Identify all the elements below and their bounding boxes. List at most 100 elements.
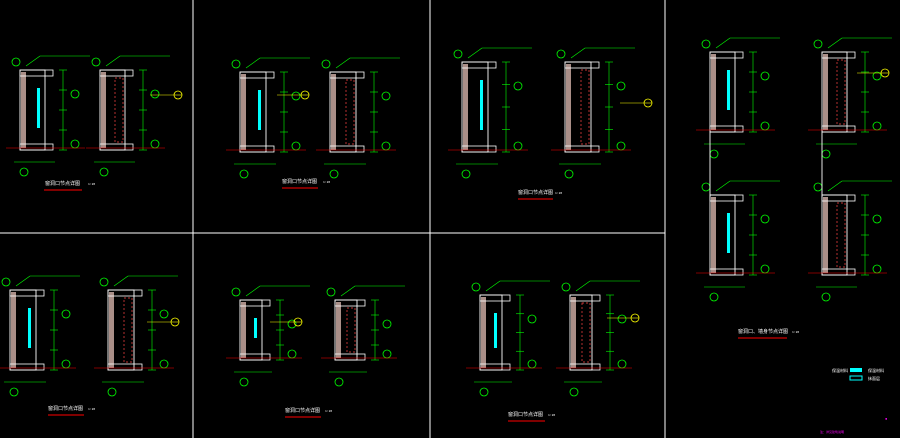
sill [239, 145, 275, 153]
wall-section [808, 37, 892, 159]
wall-hatch [11, 292, 16, 368]
axis-bubble [326, 287, 336, 297]
panel-5-scale: 1:20 [325, 409, 332, 413]
axis-bubble [99, 167, 109, 177]
axis-bubble [701, 39, 711, 49]
leader [827, 37, 843, 49]
wall-hatch [241, 302, 246, 358]
callout [147, 317, 180, 327]
panel-3-title: 窗洞口节点详图 [518, 189, 553, 196]
wall-section [0, 275, 80, 397]
leader [715, 180, 731, 192]
wall-section [6, 55, 90, 177]
lintel [99, 69, 134, 77]
axis-bubble [287, 319, 297, 329]
axis-bubble [760, 71, 770, 81]
axis-bubble [479, 387, 489, 397]
wall-hatch [21, 72, 26, 148]
panel-frames [0, 0, 666, 438]
axis-bubble [334, 377, 344, 387]
wall-section [94, 275, 178, 397]
callout [277, 90, 310, 100]
wall-hatch [823, 54, 828, 130]
axis-bubble [150, 139, 160, 149]
wall-hatch [463, 64, 468, 150]
axis-bubble [11, 57, 21, 67]
panel-1-title: 窗洞口节点详图 [45, 180, 80, 187]
sill [479, 363, 511, 371]
panel-1-scale: 1:20 [88, 182, 95, 186]
axis-bubble [872, 214, 882, 224]
dashed-frame [581, 302, 591, 363]
callout [150, 90, 183, 100]
panel-6-scale: 1:20 [548, 413, 555, 417]
legend: 保温材料 保温材料 抹面层 注：详见建筑说明 ▪ [820, 367, 887, 434]
axis-bubble [381, 141, 391, 151]
sill [334, 353, 366, 361]
lintel [334, 299, 366, 307]
insulation-strip [28, 308, 31, 348]
axis-bubble [872, 121, 882, 131]
insulation-strip [37, 88, 40, 128]
legend-marker: ▪ [885, 416, 887, 421]
lintel [479, 294, 511, 302]
wall-hatch [566, 64, 571, 150]
axis-bubble [561, 282, 571, 292]
sill [9, 363, 45, 371]
wall-section [696, 37, 780, 159]
axis-bubble [99, 277, 109, 287]
wall-hatch [571, 297, 576, 368]
legend-label-1: 保温材料 [832, 367, 848, 373]
axis-bubble [19, 167, 29, 177]
dashed-frame [123, 297, 133, 363]
wall-section [556, 280, 640, 397]
lintel [19, 69, 54, 77]
leader [715, 37, 731, 49]
wall-hatch [241, 74, 246, 150]
axis-bubble [329, 169, 339, 179]
wall-hatch [109, 292, 114, 368]
panel-2-title: 窗洞口节点详图 [282, 178, 317, 185]
axis-bubble [461, 169, 471, 179]
legend-swatch-2 [849, 375, 863, 381]
leader [340, 285, 356, 297]
axis-bubble [813, 182, 823, 192]
insulation-strip [727, 70, 730, 110]
wall-hatch [331, 74, 336, 150]
wall-section [808, 180, 892, 302]
axis-bubble [453, 49, 463, 59]
legend-text-1: 保温材料 [868, 367, 884, 373]
leader [575, 280, 591, 292]
dashed-frame [345, 79, 355, 145]
axis-bubble [569, 387, 579, 397]
axis-bubble [159, 359, 169, 369]
dashed-frame [836, 202, 846, 268]
panel-2-scale: 1:20 [323, 180, 330, 184]
lintel [239, 299, 271, 307]
dashed-frame [836, 59, 846, 125]
panel-titles: 窗洞口节点详图 1:20 窗洞口节点详图 1:20 窗洞口节点详图 1:20 窗… [44, 178, 799, 422]
dashed-frame [114, 77, 124, 143]
wall-hatch [101, 72, 106, 148]
wall-section [448, 47, 532, 179]
panel-4-scale: 1:20 [88, 407, 95, 411]
wall-hatch [711, 197, 716, 273]
axis-bubble [513, 81, 523, 91]
leader [335, 57, 351, 69]
axis-bubble [159, 309, 169, 319]
insulation-strip [727, 213, 730, 253]
wall-hatch [481, 297, 486, 368]
axis-bubble [291, 91, 301, 101]
lintel [9, 289, 45, 297]
sill [821, 268, 856, 276]
sill [821, 125, 856, 133]
axis-bubble [513, 141, 523, 151]
lintel [329, 71, 365, 79]
axis-bubble [291, 141, 301, 151]
sill [569, 363, 601, 371]
axis-bubble [760, 264, 770, 274]
sill [564, 145, 600, 153]
axis-bubble [617, 314, 627, 324]
insulation-strip [494, 313, 497, 348]
lintel [564, 61, 600, 69]
